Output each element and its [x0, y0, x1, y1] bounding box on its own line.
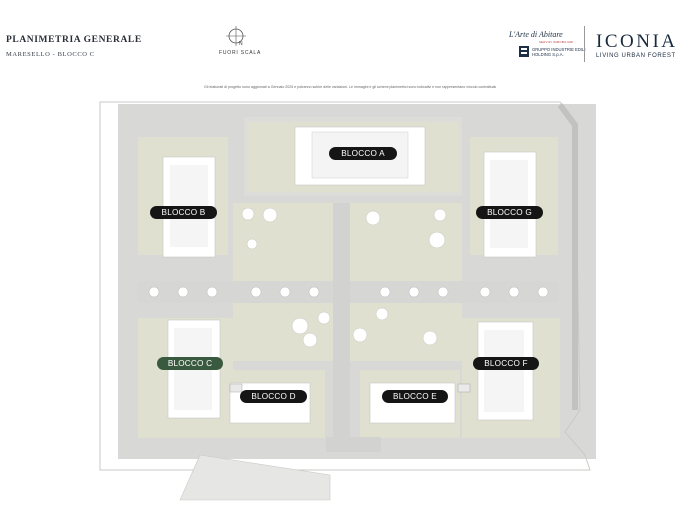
label-blocco-d[interactable]: BLOCCO D [240, 390, 307, 403]
gruppo-logo-icon [519, 46, 529, 57]
disclaimer-note: Gli elaborati di progetto sono aggiornat… [204, 85, 496, 89]
page-subtitle: MARESELLO - BLOCCO C [6, 51, 95, 58]
logo-divider [584, 26, 585, 62]
arte-di-abitare-sub: SERVIZI IMMOBILIARI [539, 40, 574, 44]
garden-trees [241, 207, 447, 348]
page-title: PLANIMETRIA GENERALE [6, 35, 142, 45]
gruppo-logo-text: GRUPPO INDUSTRIE EDILI HOLDING S.p.A. [532, 47, 586, 57]
scale-label: FUORI SCALA [219, 50, 262, 56]
bottom-plaza [326, 437, 381, 452]
building-e [369, 382, 456, 424]
garden-sw [233, 303, 333, 361]
label-blocco-g[interactable]: BLOCCO G [476, 206, 543, 219]
north-arrow-icon: N [226, 26, 246, 47]
label-blocco-a[interactable]: BLOCCO A [329, 147, 397, 160]
tree-row [148, 286, 549, 298]
street-right [557, 103, 578, 410]
label-blocco-e[interactable]: BLOCCO E [382, 390, 448, 403]
arte-di-abitare-logo: L'Arte di Abitare [509, 30, 563, 39]
iconia-tagline: LIVING URBAN FOREST [596, 53, 676, 59]
label-blocco-f[interactable]: BLOCCO F [473, 357, 539, 370]
building-d [229, 382, 311, 424]
garden-se [350, 303, 462, 361]
iconia-logo: ICONIA [596, 31, 678, 52]
svg-text:N: N [239, 41, 243, 47]
label-blocco-b[interactable]: BLOCCO B [150, 206, 217, 219]
street-bottom [179, 454, 331, 501]
central-axis [333, 203, 350, 443]
label-blocco-c[interactable]: BLOCCO C [157, 357, 223, 370]
